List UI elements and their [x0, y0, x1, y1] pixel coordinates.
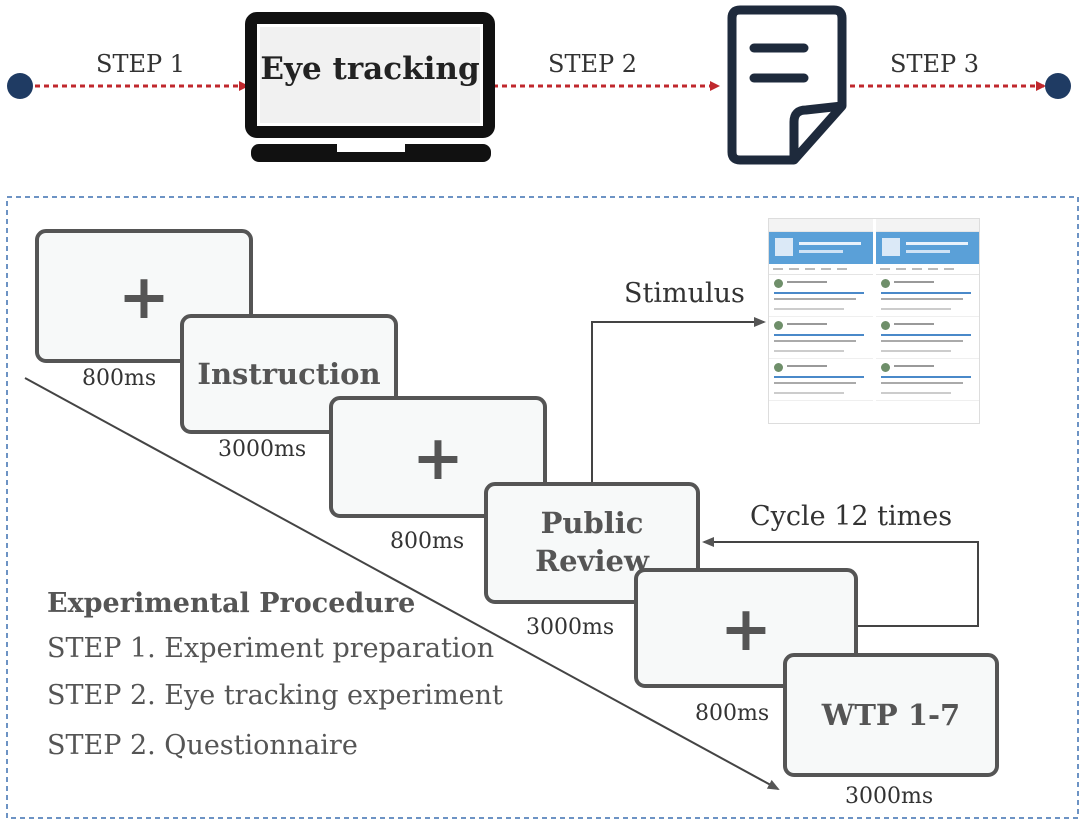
- legend-item: STEP 1. Experiment preparation: [47, 633, 495, 664]
- timing-label-5: 800ms: [695, 701, 770, 726]
- step3-label: STEP 3: [890, 50, 980, 78]
- timing-label-3: 800ms: [390, 529, 465, 554]
- cycle-label: Cycle 12 times: [750, 501, 953, 532]
- step1-label: STEP 1: [96, 50, 186, 78]
- step2-label: STEP 2: [548, 50, 638, 78]
- start-dot: [7, 73, 33, 99]
- stimulus-arrow: [591, 317, 766, 484]
- stimulus-screen-right: [876, 219, 979, 423]
- document-icon: [727, 5, 847, 165]
- box-wtp: [783, 653, 999, 777]
- legend-item: STEP 2. Questionnaire: [47, 730, 358, 761]
- legend-item: STEP 2. Eye tracking experiment: [47, 680, 503, 711]
- timing-label-6: 3000ms: [845, 784, 934, 809]
- fixation-cross-1: +: [118, 259, 170, 333]
- laptop-icon: [245, 12, 495, 162]
- instruction-text: Instruction: [197, 357, 381, 391]
- laptop-screen-text: Eye tracking: [260, 51, 480, 87]
- end-dot: [1045, 73, 1071, 99]
- fixation-cross-2: +: [412, 420, 464, 494]
- stimulus-screenshot: [768, 218, 980, 424]
- procedure-frame: [6, 196, 1079, 819]
- timing-label-1: 800ms: [82, 366, 157, 391]
- wtp-text: WTP 1-7: [821, 698, 961, 732]
- timing-label-4: 3000ms: [526, 615, 615, 640]
- public-review-text: Public Review: [535, 506, 649, 578]
- fixation-cross-3: +: [720, 591, 772, 665]
- stimulus-label: Stimulus: [624, 278, 745, 309]
- time-arrow: [24, 377, 780, 790]
- stimulus-screen-left: [769, 219, 873, 423]
- legend-title: Experimental Procedure: [47, 588, 416, 619]
- cycle-arrow: [702, 537, 979, 627]
- timing-label-2: 3000ms: [218, 437, 307, 462]
